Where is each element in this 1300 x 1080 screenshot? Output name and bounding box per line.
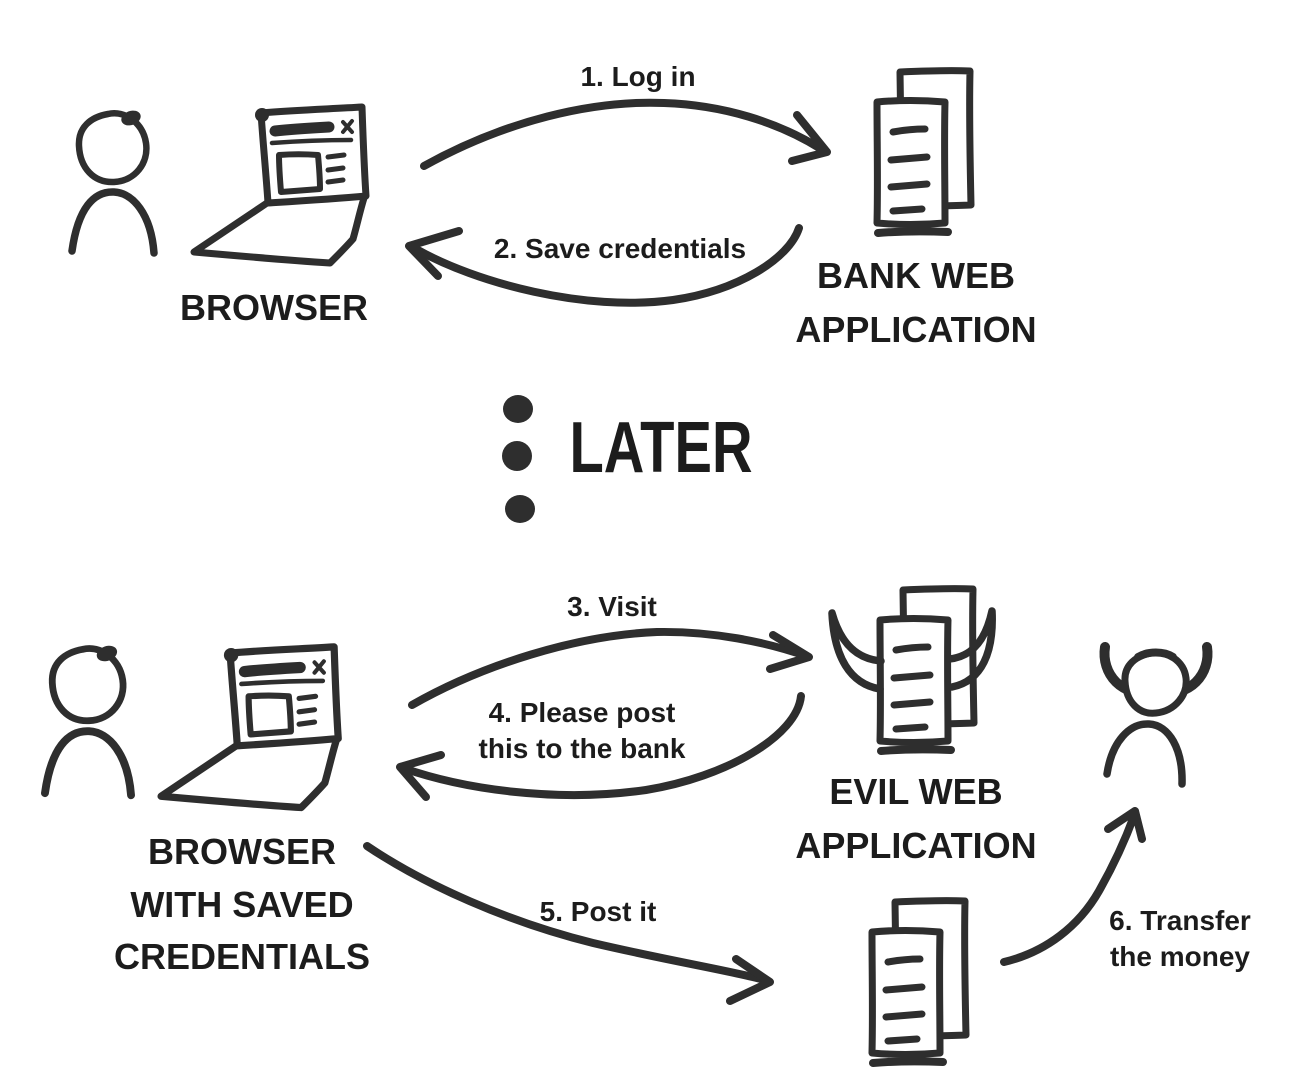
person-icon <box>45 643 131 795</box>
label-browser2-line3: CREDENTIALS <box>113 936 371 978</box>
label-evil-line2: APPLICATION <box>795 825 1037 866</box>
label-arrow-please-post: 4. Please post this to the bank <box>479 695 686 768</box>
label-browser2-line1: BROWSER <box>147 831 336 872</box>
evil-building-icon <box>880 589 974 751</box>
label-arrow-login: 1. Log in <box>580 61 696 92</box>
arrow-visit <box>408 627 813 709</box>
label-browser2-line2: WITH SAVED <box>130 883 354 925</box>
label-arrow-transfer: 6. Transfer the money <box>1109 903 1251 976</box>
later-dots-icon <box>502 395 535 523</box>
evil-horns-icon <box>828 607 996 693</box>
label-arrow-post-it: 5. Post it <box>539 896 657 927</box>
arrow-save-credentials <box>405 224 803 307</box>
label-browser-with-saved-credentials: BROWSER WITH SAVED CREDENTIALS <box>114 826 370 984</box>
label-please-line2: this to the bank <box>478 733 686 765</box>
label-browser: BROWSER <box>180 287 368 328</box>
laptop-browser-icon <box>161 647 338 808</box>
label-transfer-line1: 6. Transfer <box>1109 905 1251 936</box>
arrow-post-it <box>363 842 774 1005</box>
arrow-please-post <box>396 692 805 801</box>
laptop-browser-icon <box>194 107 366 263</box>
devil-person-icon <box>1099 642 1213 788</box>
bank-building-icon <box>872 901 966 1063</box>
label-bank-line1: BANK WEB <box>817 255 1015 296</box>
label-later: LATER <box>569 408 753 488</box>
label-arrow-visit: 3. Visit <box>567 591 657 622</box>
label-please-line1: 4. Please post <box>488 697 676 728</box>
label-bank-line2: APPLICATION <box>795 309 1037 350</box>
arrow-login <box>420 98 831 170</box>
bank-building-icon <box>877 71 971 233</box>
arrow-transfer-money <box>1000 807 1146 966</box>
label-evil-line1: EVIL WEB <box>829 771 1003 812</box>
person-icon <box>72 108 154 253</box>
label-arrow-save: 2. Save credentials <box>493 233 747 264</box>
label-evil-web-application: EVIL WEB APPLICATION <box>795 765 1036 873</box>
label-transfer-line2: the money <box>1109 941 1251 973</box>
label-bank-web-application: BANK WEB APPLICATION <box>795 249 1036 357</box>
